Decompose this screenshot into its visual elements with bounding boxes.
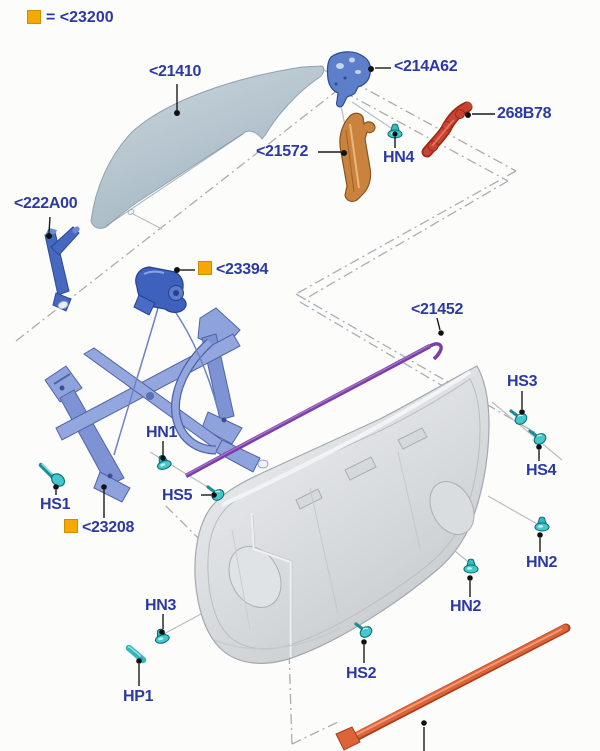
callout-run-channel[interactable]: <222A00 bbox=[14, 195, 78, 212]
regulator-square-icon bbox=[64, 519, 78, 533]
regulator-motor-part bbox=[133, 266, 187, 316]
callout-hp1[interactable]: HP1 bbox=[123, 688, 154, 705]
callout-hn1[interactable]: HN1 bbox=[146, 424, 178, 441]
reinforcement-part bbox=[421, 101, 473, 158]
callout-hs1[interactable]: HS1 bbox=[40, 496, 71, 513]
rear-guide-bracket-part bbox=[326, 51, 372, 108]
callout-hs5[interactable]: HS5 bbox=[162, 487, 193, 504]
legend-square-icon bbox=[27, 10, 41, 24]
hn2-right-nut-icon bbox=[534, 516, 550, 532]
run-channel-part bbox=[44, 226, 80, 312]
callout-guide-rear[interactable]: <214A62 bbox=[394, 58, 458, 75]
legend-text: = <23200 bbox=[46, 9, 114, 26]
door-inner-panel-part bbox=[194, 365, 490, 664]
sill-seal-part bbox=[335, 623, 571, 751]
callout-hn3[interactable]: HN3 bbox=[145, 597, 177, 614]
callout-guide-front[interactable]: <21572 bbox=[256, 143, 309, 160]
hp1-pin-icon bbox=[125, 644, 147, 664]
callout-hn4[interactable]: HN4 bbox=[383, 149, 415, 166]
callout-hn2-bottom[interactable]: HN2 bbox=[450, 598, 482, 615]
leader-lines bbox=[46, 66, 543, 751]
callout-reinforcement[interactable]: 268B78 bbox=[497, 105, 552, 122]
fasteners bbox=[38, 123, 550, 664]
callout-hs4[interactable]: HS4 bbox=[526, 462, 557, 479]
callout-hn2-right[interactable]: HN2 bbox=[526, 554, 558, 571]
window-regulator-part bbox=[44, 307, 269, 503]
belt-molding-part bbox=[184, 342, 443, 478]
callout-motor[interactable]: <23394 bbox=[198, 261, 268, 278]
door-glass-part bbox=[90, 65, 325, 229]
callout-belt-molding[interactable]: <21452 bbox=[411, 301, 464, 318]
callout-glass[interactable]: <21410 bbox=[149, 63, 202, 80]
hn2-bottom-nut-icon bbox=[463, 558, 479, 574]
front-guide-bracket-part bbox=[339, 112, 376, 202]
hs4-screw-icon bbox=[528, 429, 550, 449]
callout-hs3[interactable]: HS3 bbox=[507, 373, 538, 390]
motor-square-icon bbox=[198, 261, 212, 275]
legend: = <23200 bbox=[27, 9, 114, 27]
hs2-screw-icon bbox=[354, 622, 376, 642]
callout-hs2[interactable]: HS2 bbox=[346, 665, 377, 682]
hs1-bolt-icon bbox=[38, 462, 66, 487]
callout-regulator[interactable]: <23208 bbox=[64, 519, 134, 536]
